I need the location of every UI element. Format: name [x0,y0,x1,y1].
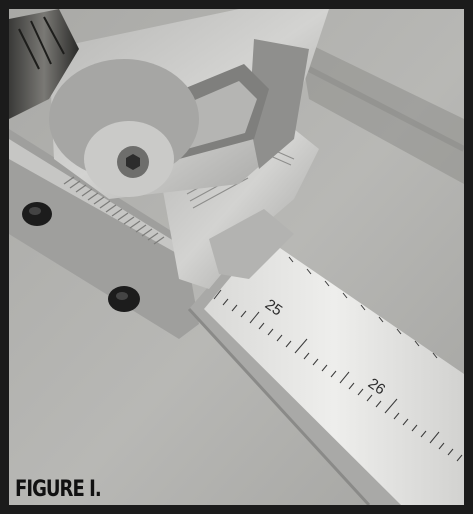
hex-socket [126,154,140,170]
carriage-step [209,209,294,279]
scale-ticks [213,289,463,462]
set-screw-icon [22,202,52,226]
measuring-rail-face [204,237,464,505]
rail-edge [187,307,371,505]
clamp-housing-shadow [249,39,309,169]
photo-aluminum-rail-with-scale: 25 26 [9,9,464,505]
figure-caption: FIGURE I. [15,477,102,502]
set-screw-icon [108,286,140,312]
knob-ridges [18,16,65,70]
scale-label-26: 26 [365,375,388,398]
floor-shadow [299,39,464,184]
scale-ticks-upper [270,244,438,359]
scale-label-25: 25 [262,296,285,319]
thumb-knob-icon [9,9,79,119]
floor-seam [307,66,464,152]
base-extrusion-top [9,139,187,259]
knurled-edge [63,176,165,245]
